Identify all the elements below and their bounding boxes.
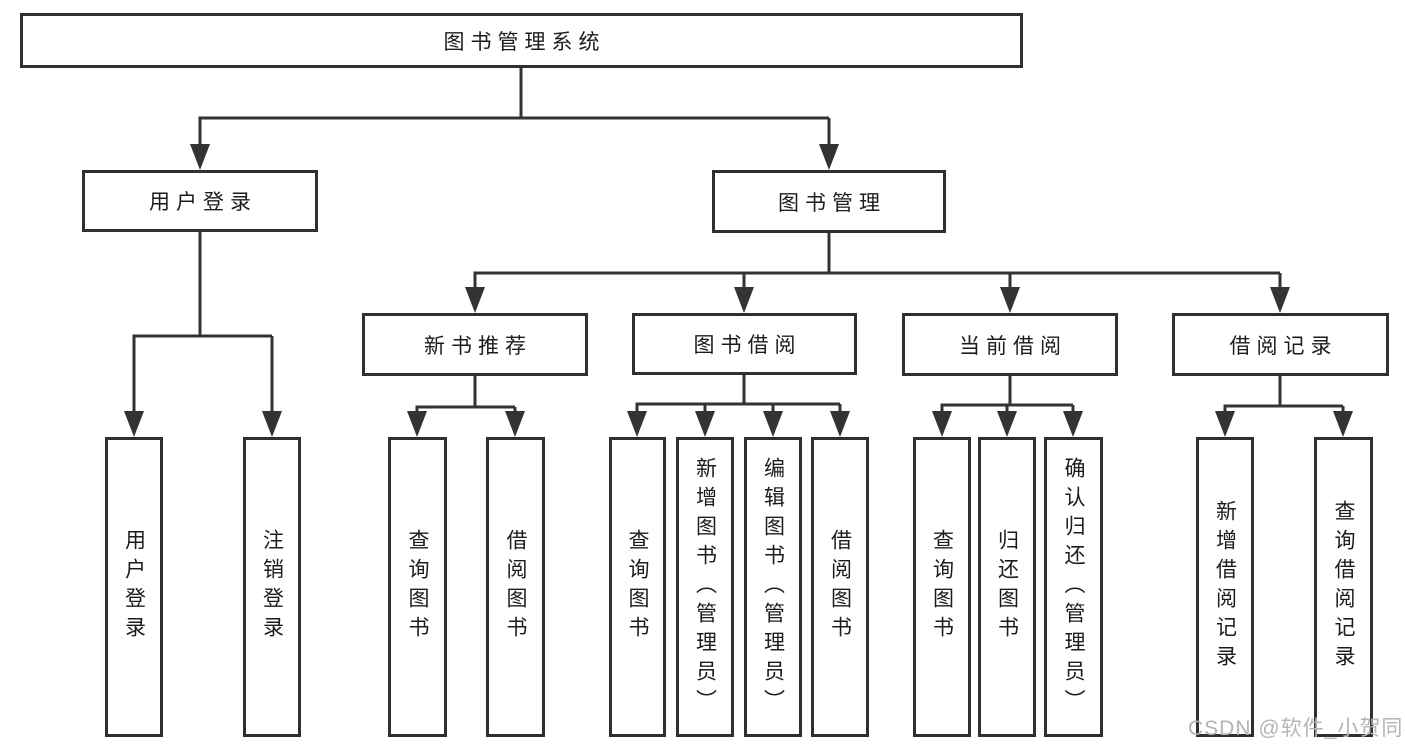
connector-user-login bbox=[132, 232, 274, 424]
watermark: CSDN @软件_小贺同学 bbox=[1188, 717, 1405, 740]
connector-book-management bbox=[473, 233, 1282, 302]
leaf-return-books: 归还图书 bbox=[978, 437, 1036, 737]
node-borrowing-records: 借阅记录 bbox=[1172, 313, 1389, 376]
leaf-query-books-current: 查询图书 bbox=[913, 437, 971, 737]
leaf-add-books-admin: 新增图书（管理员） bbox=[676, 437, 734, 737]
node-new-book-recommendation: 新书推荐 bbox=[362, 313, 588, 376]
node-book-management: 图书管理 bbox=[712, 170, 946, 233]
node-current-borrowing: 当前借阅 bbox=[902, 313, 1118, 376]
node-root: 图书管理系统 bbox=[20, 13, 1023, 68]
leaf-user-login: 用户登录 bbox=[105, 437, 163, 737]
leaf-query-borrow-record: 查询借阅记录 bbox=[1314, 437, 1373, 737]
leaf-borrow-books-recommend: 借阅图书 bbox=[486, 437, 545, 737]
connector-book-borrowing bbox=[635, 375, 842, 424]
leaf-add-borrow-record: 新增借阅记录 bbox=[1196, 437, 1254, 737]
node-user-login: 用户登录 bbox=[82, 170, 318, 232]
leaf-query-books-borrow: 查询图书 bbox=[609, 437, 666, 737]
connector-root bbox=[198, 68, 831, 158]
node-book-borrowing: 图书借阅 bbox=[632, 313, 857, 375]
leaf-query-books-recommend: 查询图书 bbox=[388, 437, 447, 737]
connector-new-book bbox=[415, 376, 517, 424]
connector-borrowing-records bbox=[1223, 376, 1345, 424]
leaf-edit-books-admin: 编辑图书（管理员） bbox=[744, 437, 802, 737]
leaf-logout: 注销登录 bbox=[243, 437, 301, 737]
leaf-borrow-books: 借阅图书 bbox=[811, 437, 869, 737]
arrowhead-icons bbox=[124, 144, 1353, 437]
leaf-confirm-return-admin: 确认归还（管理员） bbox=[1044, 437, 1103, 737]
